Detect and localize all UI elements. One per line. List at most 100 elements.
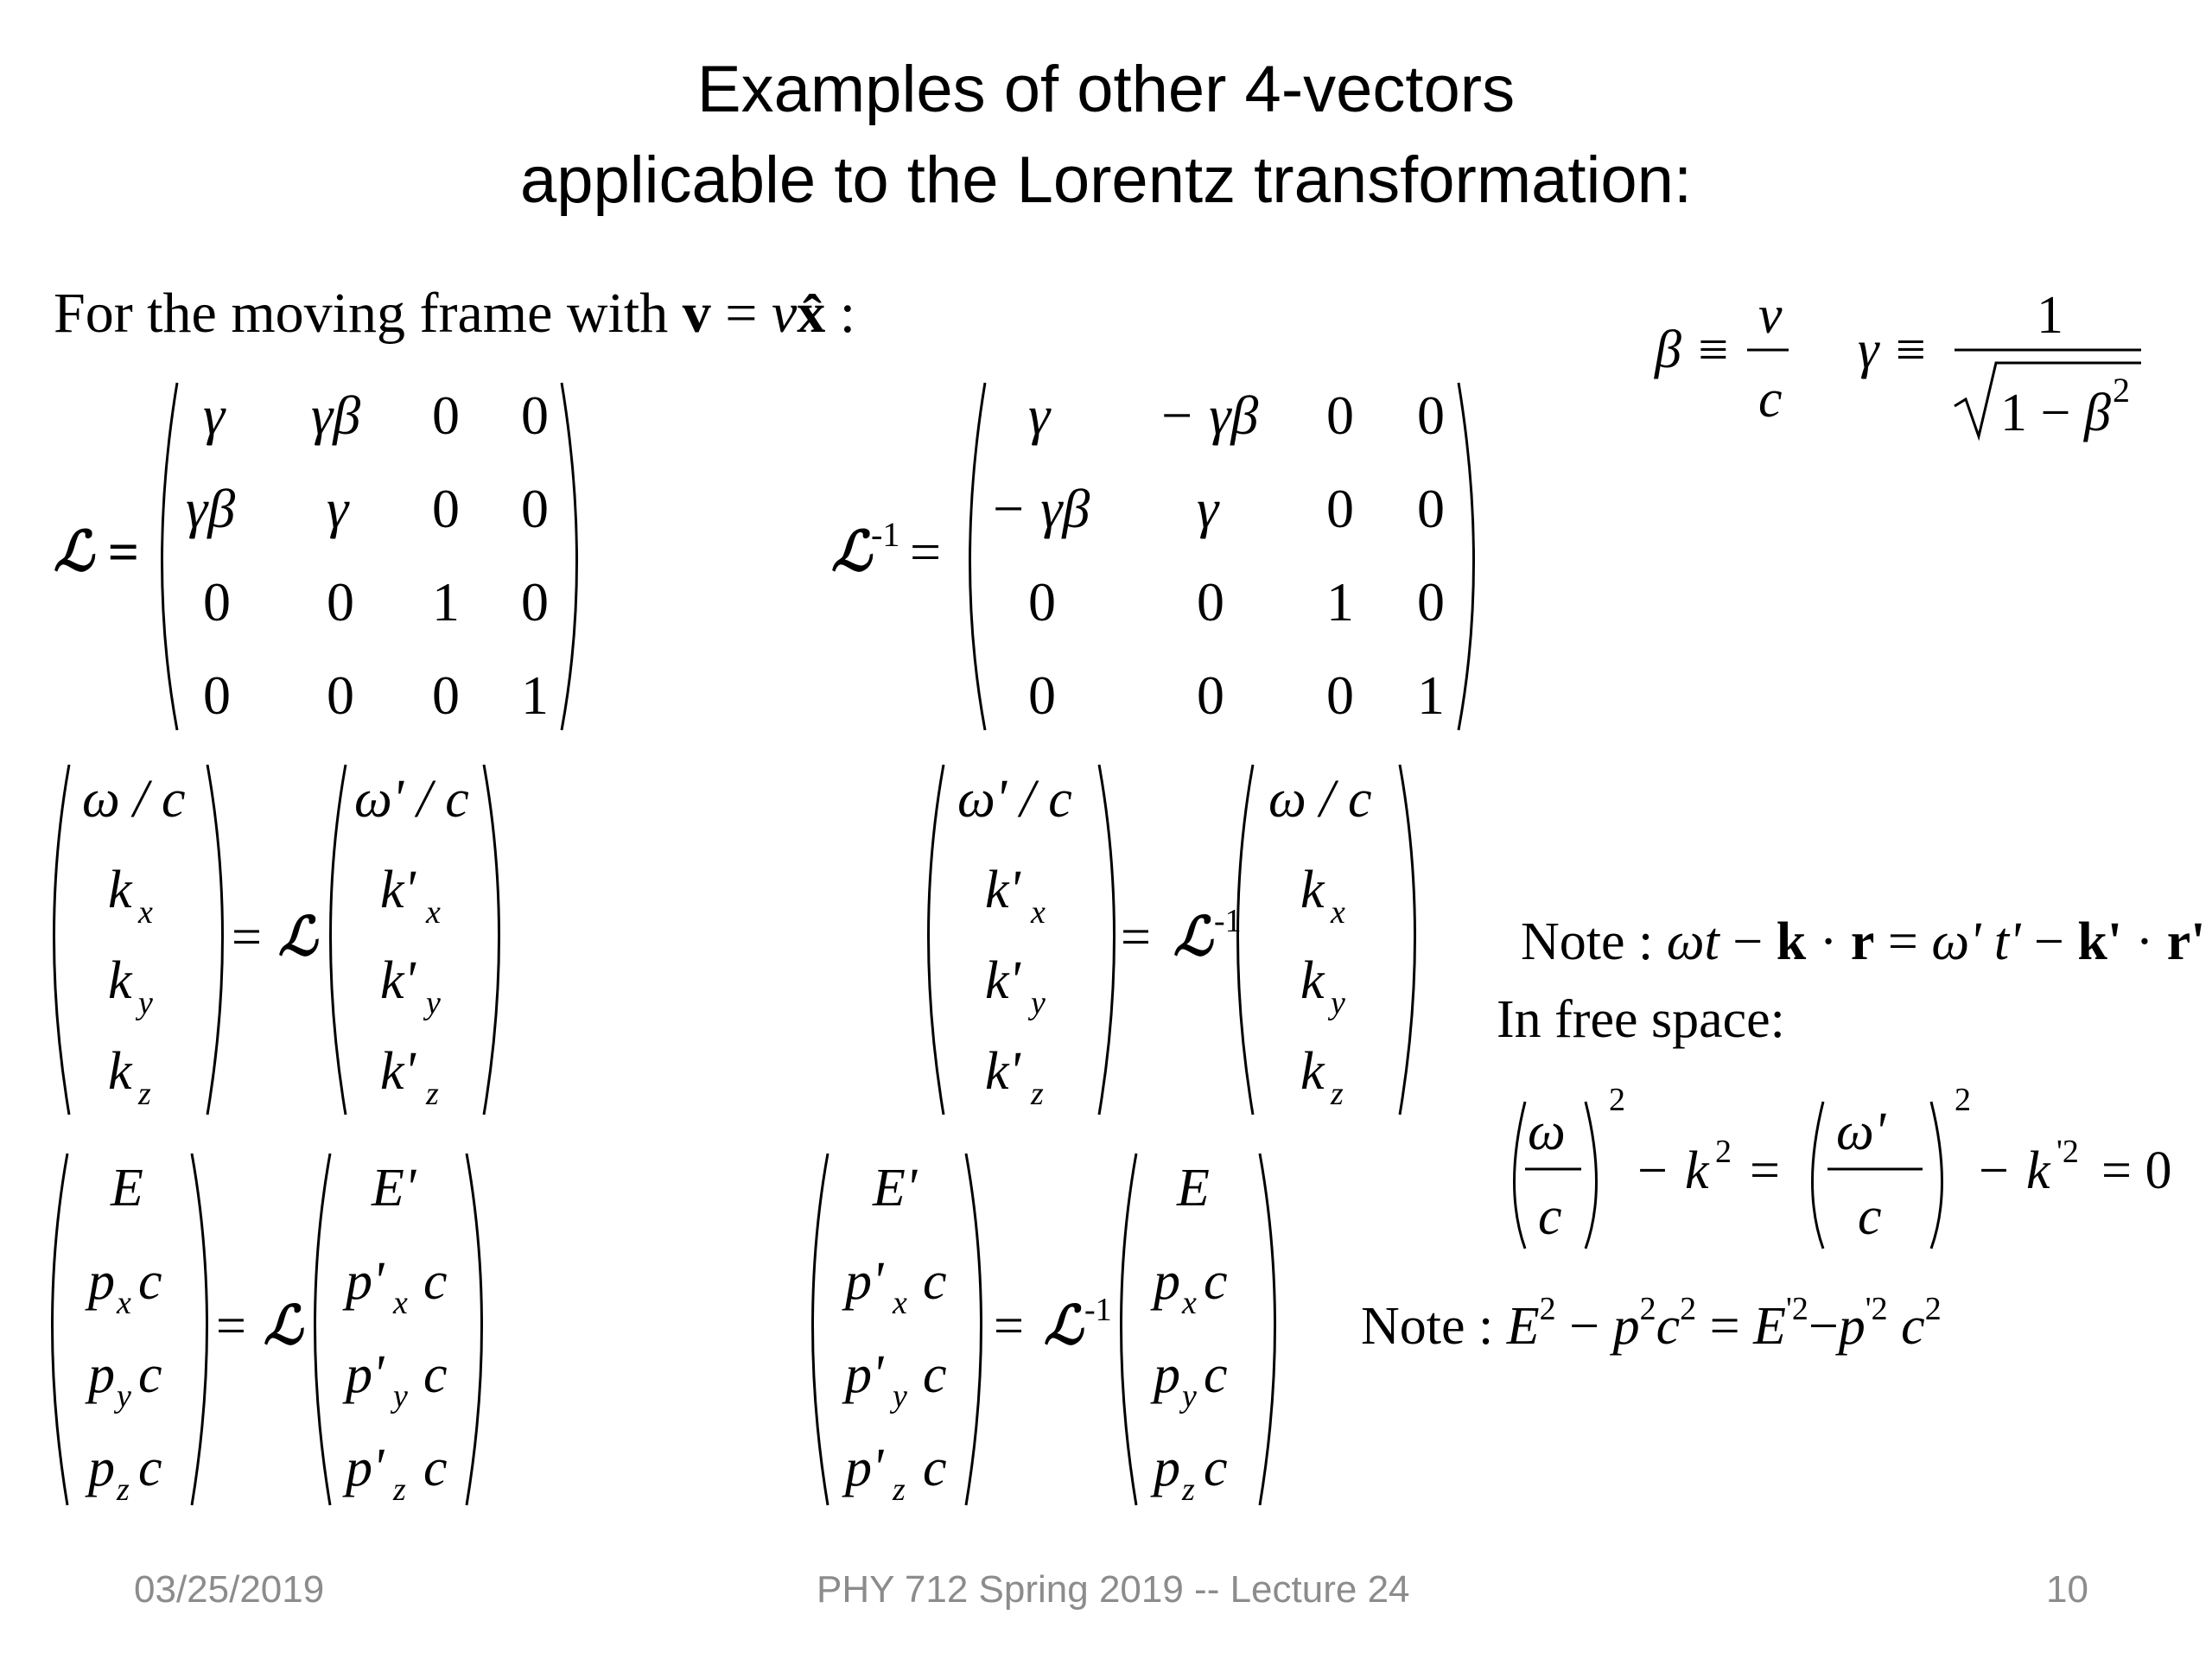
- footer-date: 03/25/2019: [134, 1568, 325, 1611]
- svg-text:c: c: [138, 1252, 162, 1311]
- svg-text:p': p': [342, 1439, 385, 1497]
- intro-line: For the moving frame with v = vx̂ :: [54, 281, 855, 346]
- svg-text:c: c: [1204, 1345, 1228, 1404]
- svg-text:k': k': [985, 861, 1022, 919]
- Linv-bracket-right: [1457, 382, 1475, 731]
- svg-text:0: 0: [1326, 478, 1354, 539]
- svg-text:p': p': [842, 1345, 885, 1404]
- svg-text:k': k': [380, 861, 417, 919]
- svg-text:z: z: [137, 1076, 151, 1112]
- svg-text:= 0: = 0: [2101, 1141, 2171, 1200]
- svg-text:z: z: [892, 1471, 906, 1508]
- svg-text:2: 2: [1715, 1134, 1732, 1170]
- svg-text:0: 0: [432, 478, 460, 539]
- svg-text:ω': ω': [1836, 1103, 1887, 1161]
- svg-text:k: k: [108, 1042, 133, 1101]
- svg-text:p': p': [842, 1252, 885, 1311]
- L-bracket-right: [560, 382, 578, 731]
- svg-text:E': E': [371, 1159, 417, 1217]
- svg-text:0: 0: [1326, 385, 1354, 446]
- svg-text:0: 0: [521, 571, 549, 632]
- svg-text:ℒ: ℒ: [278, 908, 319, 967]
- svg-text:k': k': [985, 951, 1022, 1010]
- svg-text:k: k: [108, 951, 133, 1010]
- svg-text:0: 0: [203, 571, 231, 632]
- svg-text:k': k': [380, 951, 417, 1010]
- svg-text:k: k: [1300, 951, 1325, 1010]
- svg-text:γ: γ: [1028, 385, 1052, 446]
- svg-text:x: x: [1181, 1285, 1197, 1321]
- svg-text:k: k: [2026, 1141, 2051, 1200]
- svg-text:c: c: [1538, 1187, 1562, 1246]
- svg-text:k: k: [108, 861, 133, 919]
- svg-text:k: k: [1300, 861, 1325, 919]
- svg-text:0: 0: [1197, 664, 1224, 726]
- svg-text:E: E: [1176, 1159, 1210, 1217]
- L-bracket-left: [161, 382, 179, 731]
- svg-text:x: x: [1030, 894, 1046, 931]
- svg-text:c: c: [1858, 1187, 1882, 1246]
- svg-text:p: p: [1150, 1252, 1180, 1311]
- svg-text:γ: γ: [327, 478, 350, 539]
- svg-text:=: =: [1121, 908, 1151, 967]
- svg-text:0: 0: [432, 664, 460, 726]
- svg-text:y: y: [390, 1378, 408, 1414]
- svg-text:ω' / c: ω' / c: [957, 770, 1072, 829]
- svg-text:=: =: [994, 1297, 1024, 1356]
- svg-text:x: x: [425, 894, 441, 931]
- svg-text:=: =: [216, 1297, 246, 1356]
- svg-text:p': p': [842, 1439, 885, 1497]
- svg-text:0: 0: [1326, 664, 1354, 726]
- beta-den: c: [1758, 370, 1783, 429]
- svg-text:y: y: [1327, 985, 1345, 1021]
- svg-text:ω / c: ω / c: [82, 770, 186, 829]
- svg-text:0: 0: [521, 478, 549, 539]
- svg-text:p: p: [85, 1252, 115, 1311]
- wave-phase-note: Note : ωt − k · r = ω' t' − k' · r': [1521, 912, 2206, 971]
- gamma-den-exp: 2: [2113, 371, 2130, 410]
- svg-text:k: k: [1685, 1141, 1710, 1200]
- svg-text:z: z: [425, 1076, 439, 1112]
- svg-text:0: 0: [521, 385, 549, 446]
- svg-text:0: 0: [203, 664, 231, 726]
- svg-text:Note : ωt − k · r = ω' t' − k: Note : ωt − k · r = ω' t' − k' · r': [1521, 912, 2206, 971]
- svg-text:'2: '2: [2056, 1134, 2079, 1170]
- svg-text:1: 1: [432, 571, 460, 632]
- svg-text:−: −: [1637, 1141, 1668, 1200]
- svg-text:γβ: γβ: [311, 385, 360, 446]
- svg-text:x: x: [1330, 894, 1345, 931]
- svg-text:0: 0: [432, 385, 460, 446]
- dispersion-relation: ω c 2 − k 2 = ω' c 2 − k '2 = 0: [1513, 1082, 2171, 1249]
- svg-text:ω: ω: [1528, 1103, 1566, 1161]
- svg-text:c: c: [923, 1439, 947, 1497]
- intro-equation: v = vx̂ :: [682, 282, 856, 345]
- gamma-num: 1: [2037, 286, 2063, 345]
- gamma-lhs: γ ≡: [1858, 321, 1929, 379]
- svg-text:ℒ: ℒ: [1173, 908, 1214, 967]
- gamma-den: 1 − β: [2000, 384, 2111, 442]
- svg-text:c: c: [923, 1252, 947, 1311]
- Linv-sup: -1: [871, 515, 899, 554]
- svg-text:z: z: [1330, 1076, 1344, 1112]
- svg-text:c: c: [138, 1345, 162, 1404]
- beta-num: v: [1758, 286, 1783, 345]
- svg-text:1: 1: [521, 664, 549, 726]
- free-space-label: In free space:: [1497, 990, 1785, 1049]
- svg-text:− γβ: − γβ: [989, 478, 1090, 539]
- svg-text:E': E': [872, 1159, 918, 1217]
- svg-text:k: k: [1300, 1042, 1325, 1101]
- svg-text:x: x: [137, 894, 153, 931]
- svg-text:c: c: [423, 1345, 448, 1404]
- svg-text:E: E: [110, 1159, 143, 1217]
- svg-text:Note : E2 − p2c2 = E'2−p'2 c2: Note : E2 − p2c2 = E'2−p'2 c2: [1361, 1291, 1942, 1356]
- svg-text:0: 0: [327, 664, 354, 726]
- svg-text:c: c: [1204, 1252, 1228, 1311]
- L-label: ℒ =: [54, 521, 139, 582]
- svg-text:ℒ: ℒ: [1044, 1297, 1084, 1356]
- svg-text:0: 0: [1417, 385, 1445, 446]
- svg-text:y: y: [113, 1378, 131, 1414]
